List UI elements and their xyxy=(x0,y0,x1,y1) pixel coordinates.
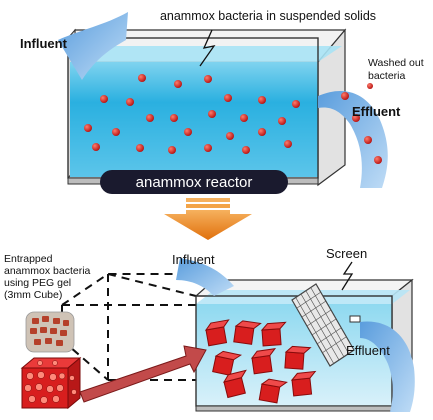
bacteria-dot xyxy=(100,95,108,103)
influent-flow-top xyxy=(58,12,128,80)
influent-flow-bottom xyxy=(176,258,234,296)
bacteria-dot xyxy=(226,132,234,140)
washed-bacteria-dot xyxy=(364,136,372,144)
suspended-caption: anammox bacteria in suspended solids xyxy=(160,9,376,23)
bacteria-dot xyxy=(84,124,92,132)
effluent-flow-bottom xyxy=(360,321,415,412)
insertion-arrow xyxy=(79,345,207,403)
washed-bacteria-dot xyxy=(374,156,382,164)
bacteria-dot xyxy=(170,114,178,122)
bacteria-dot xyxy=(258,128,266,136)
reactor-water xyxy=(70,62,318,177)
reactor2-base xyxy=(195,405,393,412)
top-effluent-label: Effluent xyxy=(352,104,401,119)
peg-gel-photo xyxy=(25,311,75,353)
washed-bacteria-dot xyxy=(367,83,373,89)
gel-cubes xyxy=(204,319,317,404)
top-influent-label: Influent xyxy=(20,36,68,51)
water-surface xyxy=(70,46,342,62)
outlet-port xyxy=(349,315,361,323)
screen-mesh xyxy=(291,283,355,367)
entrapped-line4: (3mm Cube) xyxy=(4,289,62,301)
reactor-label: anammox reactor xyxy=(136,174,253,191)
bacteria-dot xyxy=(168,146,176,154)
bacteria-dot xyxy=(208,110,216,118)
entrapped-line3: using PEG gel xyxy=(4,277,71,289)
caption-pointer xyxy=(199,29,216,67)
washed-out-line2: bacteria xyxy=(368,70,406,82)
washed-out-line1: Washed out xyxy=(368,57,424,69)
bacteria-dot xyxy=(242,146,250,154)
bottom-influent-label: Influent xyxy=(172,252,215,267)
bacteria-dot xyxy=(146,114,154,122)
bacteria-dot xyxy=(174,80,182,88)
transition-arrow xyxy=(164,198,252,240)
washed-bacteria-dot xyxy=(341,92,349,100)
bacteria-dot xyxy=(126,98,134,106)
entrapped-line1: Entrapped xyxy=(4,253,53,265)
washed-bacteria-dot xyxy=(352,114,360,122)
effluent-flow-top xyxy=(318,90,388,188)
entrapped-cube xyxy=(20,356,82,410)
bacteria-dot xyxy=(278,117,286,125)
screen-label: Screen xyxy=(326,246,367,261)
entrapped-line2: anammox bacteria xyxy=(4,265,91,277)
bottom-effluent-label: Effluent xyxy=(346,343,390,358)
bacteria-dot xyxy=(138,74,146,82)
bacteria-dot xyxy=(224,94,232,102)
bacteria-dot xyxy=(112,128,120,136)
bacteria-dot xyxy=(204,144,212,152)
bacteria-dot xyxy=(258,96,266,104)
bacteria-dot xyxy=(184,128,192,136)
bacteria-dot xyxy=(292,100,300,108)
bacteria-dot xyxy=(240,114,248,122)
reactor-label-pill xyxy=(100,170,288,194)
bacteria-dot xyxy=(136,144,144,152)
top-reactor xyxy=(67,28,347,187)
bacteria-dot xyxy=(92,143,100,151)
suspended-bacteria xyxy=(84,74,300,154)
bacteria-dot xyxy=(284,140,292,148)
screen-pointer xyxy=(341,261,354,291)
bacteria-dot xyxy=(204,75,212,83)
